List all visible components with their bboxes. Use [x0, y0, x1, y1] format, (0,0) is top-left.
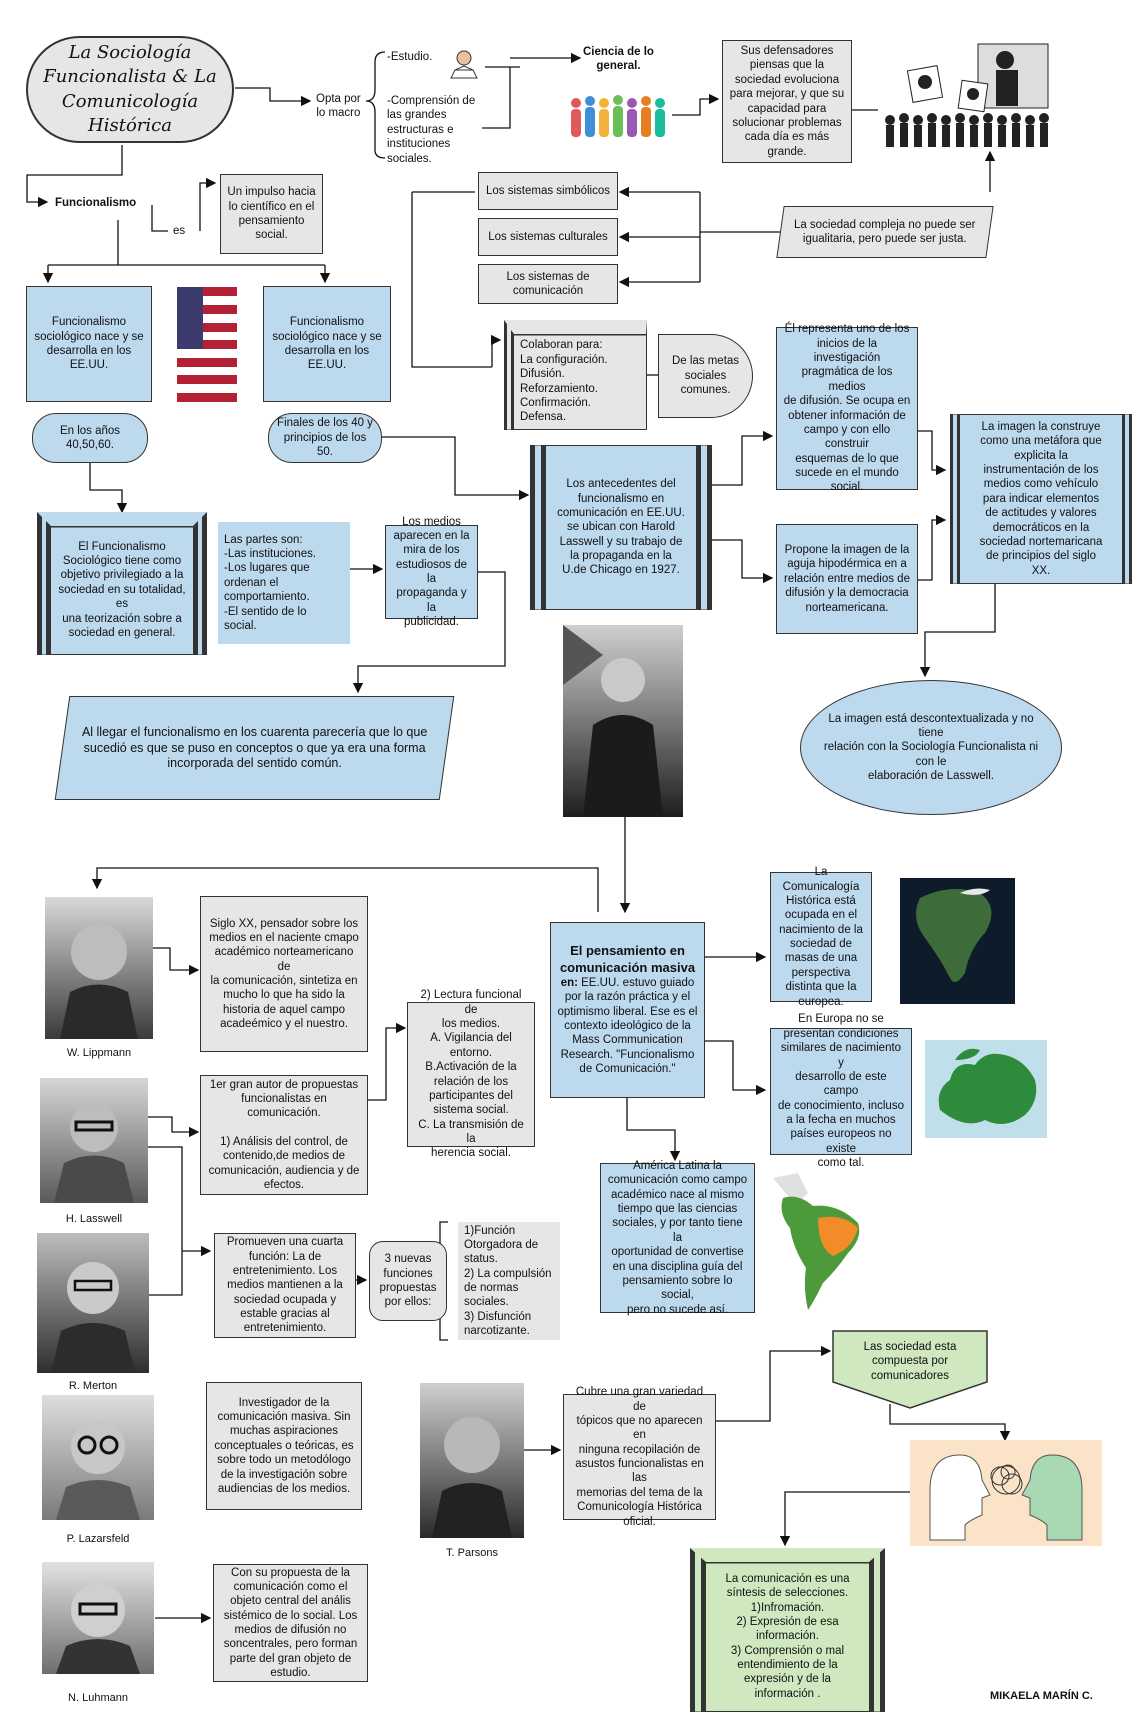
defensores-box: Sus defensadores piensas que la sociedad…: [722, 40, 852, 163]
impulso-box: Un impulso hacia lo científico en el pen…: [220, 174, 323, 254]
luhmann-caption: N. Luhmann: [68, 1692, 128, 1704]
funcionalismo-nace-box-2: Funcionalismo sociológico nace y se desa…: [263, 286, 391, 402]
america-latina-box: América Latina la comunicación como camp…: [600, 1160, 755, 1316]
descontextualizada-ellipse: La imagen está descontextualizada y no t…: [800, 680, 1062, 815]
pensamiento-body: en: EE.UU. estuvo guiado por la razón pr…: [557, 976, 698, 1076]
sistemas-culturales: Los sistemas culturales: [478, 218, 618, 256]
opta-label: Opta por lo macro: [316, 93, 361, 120]
al-llegar-box: Al llegar el funcionalismo en los cuaren…: [54, 696, 455, 800]
comunicologia-historica-box: La Comunicalogía Histórica está ocupada …: [770, 866, 872, 1008]
finales-pill: Finales de los 40 y principios de los 50…: [268, 413, 382, 463]
parsons-text-box: Cubre una gran variedad de tópicos que n…: [563, 1386, 716, 1528]
sociedad-compleja-box: La sociedad compleja no puede ser iguali…: [776, 206, 994, 258]
diverse-people-icon: [568, 93, 672, 139]
lazarsfeld-portrait-photo: [42, 1395, 154, 1520]
pensamiento-heading: El pensamiento en comunicación masiva: [559, 943, 696, 975]
us-flag-image: [177, 287, 237, 402]
merton-portrait-photo: [37, 1233, 149, 1373]
student-reading-icon: [447, 48, 481, 86]
merton-caption: R. Merton: [68, 1380, 118, 1392]
lippmann-text-box: Siglo XX, pensador sobre los medios en e…: [200, 896, 368, 1052]
luhmann-text-box: Con su propuesta de la comunicación como…: [213, 1564, 368, 1682]
tres-nuevas-box: 3 nuevas funciones propuestas por ellos:: [369, 1241, 447, 1321]
medios-aparecen-box: Los medios aparecen en la mira de los es…: [385, 516, 478, 628]
lippmann-caption: W. Lippmann: [66, 1047, 132, 1059]
map-title: La Sociología Funcionalista & La Comunic…: [26, 36, 234, 143]
north-america-map-image: [900, 878, 1015, 1004]
sistemas-simbolicos: Los sistemas simbólicos: [478, 172, 618, 210]
lasswell-inicios-box: Él representa uno de los inicios de la i…: [776, 323, 918, 493]
lazarsfeld-caption: P. Lazarsfeld: [66, 1533, 130, 1545]
communicators-illustration: [910, 1440, 1102, 1546]
sociedad-compuesta-shape: Las sociedad esta compuesta por comunica…: [832, 1330, 988, 1410]
lasswell-caption: H. Lasswell: [65, 1213, 123, 1225]
lasswell-small-photo: [40, 1078, 148, 1203]
metas-box: De las metas sociales comunes.: [658, 334, 753, 418]
en-los-anos-pill: En los años 40,50,60.: [32, 413, 148, 463]
europe-map-image: [925, 1040, 1047, 1138]
parsons-caption: T. Parsons: [446, 1547, 498, 1559]
estudio-label: -Estudio.: [387, 51, 433, 63]
lasswell-portrait-photo: [563, 625, 683, 817]
lectura-funcional-box: 2) Lectura funcional de los medios. A. V…: [407, 989, 535, 1159]
aguja-box: Propone la imagen de la aguja hipodérmic…: [776, 524, 918, 634]
el-funcionalismo-box: El Funcionalismo Sociológico tiene como …: [37, 512, 207, 655]
antecedentes-box: Los antecedentes del funcionalismo en co…: [530, 445, 712, 610]
sintesis-box: La comunicación es una síntesis de selec…: [690, 1548, 885, 1712]
latin-america-map-image: [768, 1168, 878, 1313]
partes-box: Las partes son: -Las instituciones. -Los…: [218, 522, 350, 644]
colaboran-box: Colaboran para: La configuración. Difusi…: [504, 320, 647, 430]
ciencia-label: Ciencia de lo general.: [583, 46, 654, 73]
parsons-portrait-photo: [420, 1383, 524, 1538]
europa-box: En Europa no se presentan condiciones si…: [770, 1013, 912, 1169]
lippmann-portrait-photo: [45, 897, 153, 1039]
sociedad-compuesta-label: Las sociedad esta compuesta por comunica…: [863, 1341, 957, 1382]
merton-text-box: Promueven una cuarta función: La de entr…: [214, 1233, 356, 1338]
funcionalismo-nace-box-1: Funcionalismo sociológico nace y se desa…: [26, 286, 152, 402]
es-label: es: [173, 225, 186, 237]
lazarsfeld-text-box: Investigador de la comunicación masiva. …: [206, 1382, 362, 1510]
pensamiento-box: El pensamiento en comunicación masiva en…: [550, 922, 705, 1098]
funciones-box: 1)Función Otorgadora de status. 2) La co…: [458, 1222, 560, 1340]
comprension-label: -Comprensión de las grandes estructuras …: [387, 95, 476, 165]
lasswell-text-box: 1er gran autor de propuestas funcionalis…: [200, 1075, 368, 1195]
luhmann-portrait-photo: [42, 1562, 154, 1674]
imagen-construye-box: La imagen la construye como una metáfora…: [950, 414, 1132, 584]
funcionalismo-label: Funcionalismo: [55, 197, 137, 209]
sistemas-comunicacion: Los sistemas de comunicación: [478, 264, 618, 304]
crowd-illustration: [880, 40, 1060, 152]
author-signature: MIKAELA MARÍN C.: [990, 1690, 1093, 1702]
